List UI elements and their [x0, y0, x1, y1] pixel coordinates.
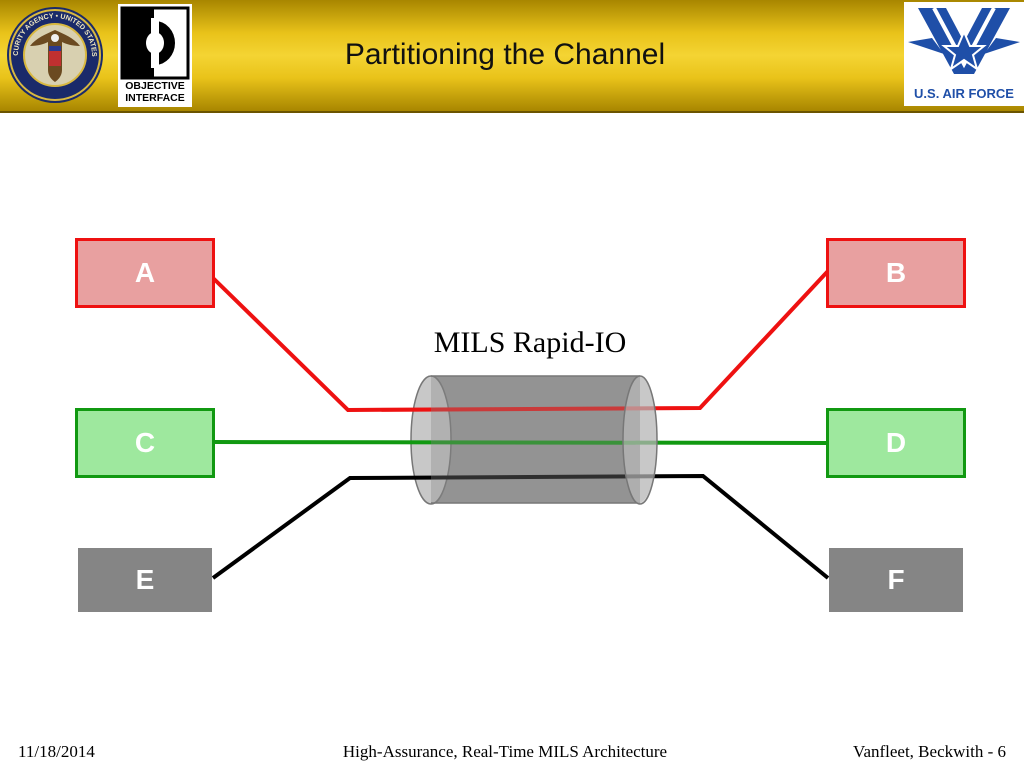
node-b: B [826, 238, 966, 308]
air-force-logo-text: U.S. AIR FORCE [914, 86, 1014, 101]
link-e-f [211, 473, 830, 580]
node-f: F [829, 548, 963, 612]
oi-logo-line1: OBJECTIVE [125, 80, 185, 92]
us-air-force-logo: U.S. AIR FORCE [904, 2, 1024, 106]
channel-cylinder-overlay [431, 376, 658, 503]
channel-cylinder-right-cap [622, 375, 658, 505]
node-d: D [826, 408, 966, 478]
link-c-d [212, 440, 829, 445]
channel-label: MILS Rapid-IO [433, 326, 627, 359]
link-a-b [211, 269, 830, 413]
nsa-seal-logo: NATIONAL SECURITY AGENCY • UNITED STATES… [6, 6, 103, 103]
air-force-symbol-icon [908, 7, 1020, 74]
footer-page-info: Vanfleet, Beckwith - 6 [853, 742, 1006, 761]
oi-logo-line2: INTERFACE [125, 92, 185, 104]
slide-header: Partitioning the Channel NATIONAL SECURI… [0, 0, 1024, 113]
objective-interface-logo: OBJECTIVE INTERFACE [118, 4, 192, 107]
footer-title: High-Assurance, Real-Time MILS Architect… [342, 742, 668, 761]
node-e: E [78, 548, 212, 612]
objective-interface-mark-icon [120, 6, 190, 80]
node-c: C [75, 408, 215, 478]
footer-date: 11/18/2014 [18, 742, 95, 761]
node-a: A [75, 238, 215, 308]
slide-title: Partitioning the Channel [344, 38, 666, 71]
